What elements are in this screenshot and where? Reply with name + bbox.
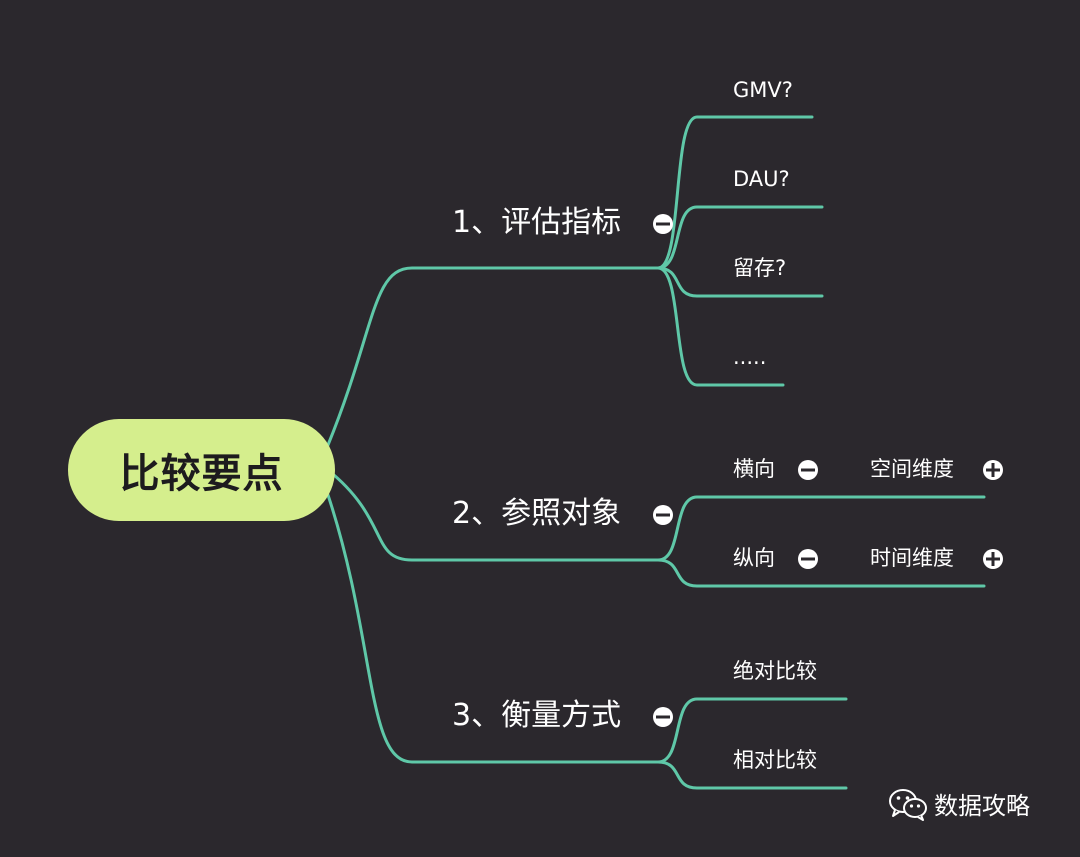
wechat-icon xyxy=(889,788,927,821)
leaf-absolute-comparison[interactable]: 绝对比较 xyxy=(733,659,817,683)
watermark: 数据攻略 xyxy=(888,786,1030,821)
connector-b1-more xyxy=(656,266,785,387)
branch-label-measurement-method[interactable]: 3、衡量方式 xyxy=(452,698,622,733)
expand-plus-icon[interactable] xyxy=(983,549,1003,569)
root-node[interactable]: 比较要点 xyxy=(68,419,335,521)
collapse-minus-icon[interactable] xyxy=(798,549,818,569)
connector-b2-horizontal xyxy=(656,495,986,562)
branch-label-reference-objects[interactable]: 2、参照对象 xyxy=(452,496,622,531)
collapse-minus-icon[interactable] xyxy=(653,707,673,727)
leaf-dau[interactable]: DAU? xyxy=(733,167,790,191)
connector-b3-absolute xyxy=(656,697,848,764)
connector-root-branch-1 xyxy=(326,266,660,447)
connector-b3-relative xyxy=(656,760,848,790)
connector-b1-gmv xyxy=(656,115,814,270)
leaf-horizontal[interactable]: 横向 xyxy=(733,457,775,481)
root-label: 比较要点 xyxy=(119,451,284,497)
leaf-spatial-dimension[interactable]: 空间维度 xyxy=(870,457,954,481)
connector-root-branch-2 xyxy=(326,468,660,562)
leaf-retention[interactable]: 留存? xyxy=(733,256,787,280)
collapse-minus-icon[interactable] xyxy=(653,505,673,525)
leaf-relative-comparison[interactable]: 相对比较 xyxy=(733,748,817,772)
collapse-minus-icon[interactable] xyxy=(653,214,673,234)
connector-root-branch-3 xyxy=(326,493,660,764)
connector-b1-dau xyxy=(656,205,824,270)
collapse-minus-icon[interactable] xyxy=(798,460,818,480)
connector-b1-retention xyxy=(656,266,824,298)
connector-b2-vertical xyxy=(656,558,986,588)
leaf-vertical[interactable]: 纵向 xyxy=(733,546,775,570)
leaf-more[interactable]: ..... xyxy=(733,345,767,369)
branch-label-evaluation-metrics[interactable]: 1、评估指标 xyxy=(452,205,622,240)
expand-plus-icon[interactable] xyxy=(983,460,1003,480)
leaf-gmv[interactable]: GMV? xyxy=(733,78,793,102)
leaf-temporal-dimension[interactable]: 时间维度 xyxy=(870,546,954,570)
watermark-label: 数据攻略 xyxy=(934,792,1030,820)
